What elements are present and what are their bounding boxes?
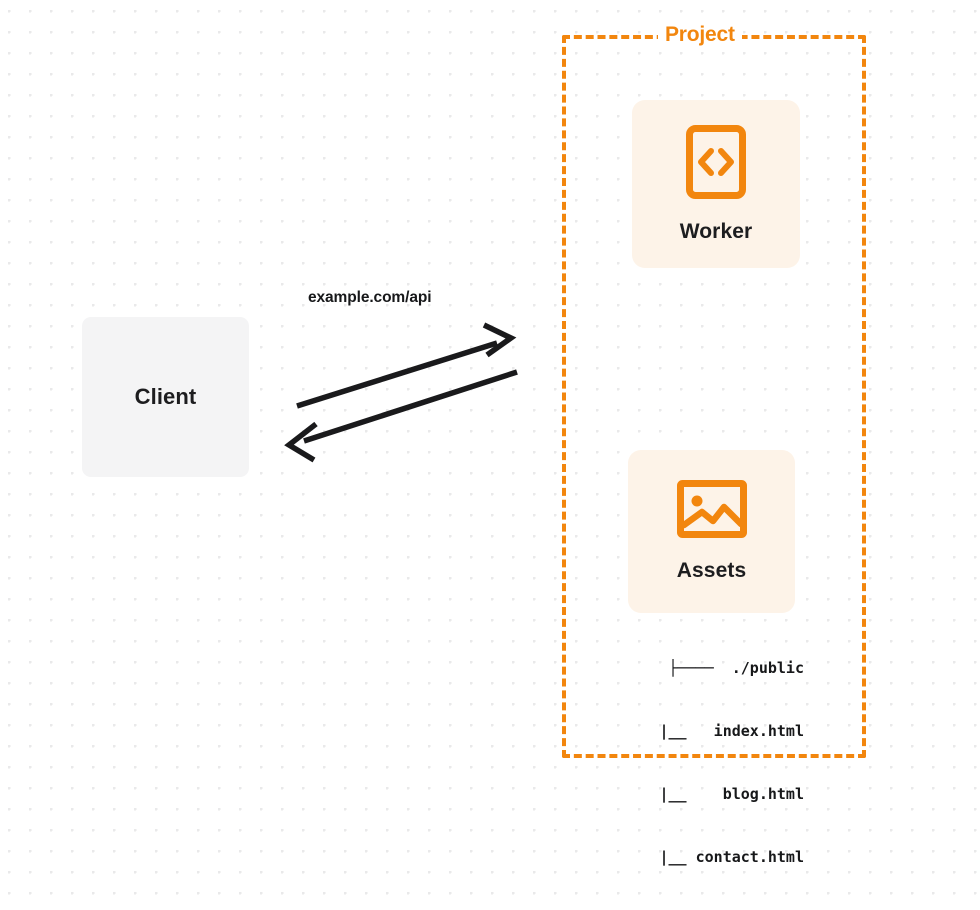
assets-card-label: Assets	[676, 559, 747, 582]
diagram-canvas: Client example.com/api Project Worker	[82, 20, 866, 866]
assets-card[interactable]: Assets	[628, 450, 795, 613]
request-arrow	[296, 322, 517, 409]
connection-label: example.com/api	[308, 289, 432, 306]
file-tree-row: |__ blog.html	[623, 785, 804, 803]
client-node[interactable]: Client	[82, 317, 249, 477]
file-tree-row: ├──── ./public	[668, 659, 804, 677]
assets-file-tree: ├──── ./public |__ index.html |__ blog.h…	[604, 616, 804, 910]
worker-card-label: Worker	[679, 219, 753, 243]
project-boundary-label: Project	[658, 20, 742, 50]
file-tree-row: |__ contact.html	[623, 848, 804, 866]
image-picture-icon	[676, 480, 747, 543]
code-brackets-icon	[686, 124, 746, 204]
worker-card[interactable]: Worker	[632, 100, 800, 268]
file-tree-row: |__ index.html	[623, 722, 804, 740]
response-arrow	[284, 369, 518, 463]
client-node-label: Client	[134, 384, 197, 409]
